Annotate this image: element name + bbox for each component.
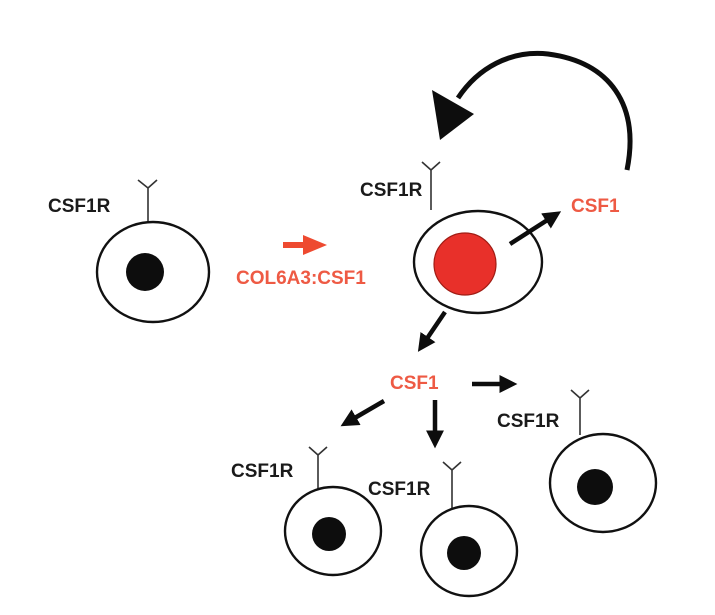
- signal-arrow-icon: [340, 399, 386, 427]
- csf1r-receptor-icon: [137, 179, 158, 227]
- csf1r-receptor-icon: [308, 446, 328, 494]
- secretion-arrow-icon: [508, 211, 562, 246]
- cell-nucleus: [447, 536, 481, 570]
- csf1r-label: CSF1R: [48, 196, 111, 217]
- cell-nucleus: [312, 517, 346, 551]
- curved-arrowhead-icon: [432, 90, 474, 140]
- csf1r-receptor-icon: [442, 461, 462, 508]
- tumor-nucleus: [433, 232, 497, 296]
- normal-cell-right: CSF1R: [497, 389, 658, 534]
- paracrine-signaling: CSF1: [340, 310, 518, 449]
- secretion-arrow-icon: [417, 310, 447, 352]
- csf1r-label: CSF1R: [360, 180, 423, 201]
- fusion-transformation: COL6A3:CSF1: [236, 235, 366, 289]
- csf1r-receptor-icon: [570, 389, 590, 435]
- curved-feedback-arrow-icon: [455, 50, 633, 171]
- cell-nucleus: [577, 469, 613, 505]
- normal-cell-left: CSF1R: [48, 179, 211, 324]
- normal-cell-bottom-left: CSF1R: [231, 446, 383, 577]
- csf1r-receptor-icon: [421, 161, 441, 210]
- csf1-autocrine-label: CSF1: [571, 196, 620, 217]
- col6a3-csf1-fusion-label: COL6A3:CSF1: [236, 268, 366, 289]
- normal-cell-bottom-middle: CSF1R: [368, 461, 519, 598]
- csf1r-label: CSF1R: [497, 411, 560, 432]
- csf1r-label: CSF1R: [368, 479, 431, 500]
- csf1r-label: CSF1R: [231, 461, 294, 482]
- csf1-paracrine-label: CSF1: [390, 373, 439, 394]
- fusion-arrow-icon: [283, 235, 327, 255]
- cell-nucleus: [126, 253, 164, 291]
- tumor-cell: CSF1R: [360, 161, 544, 315]
- autocrine-loop: CSF1: [432, 50, 633, 246]
